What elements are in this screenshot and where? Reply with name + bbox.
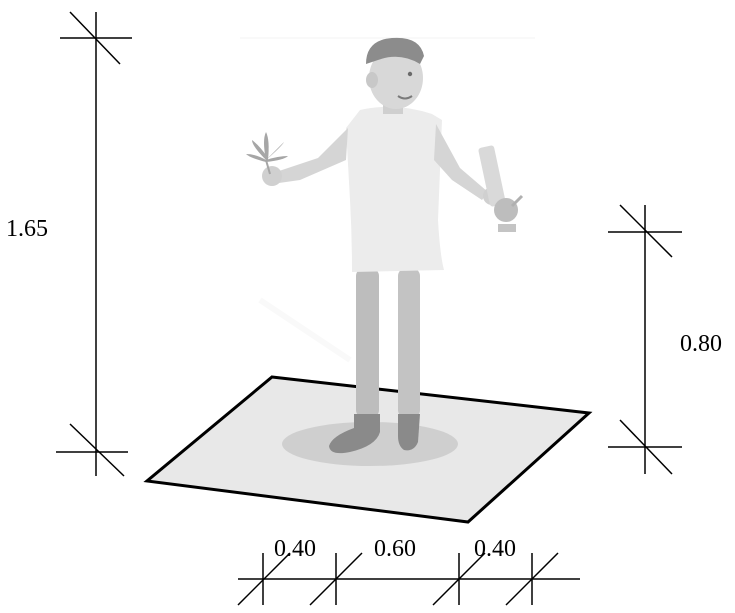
shirt bbox=[346, 106, 444, 272]
hair bbox=[366, 37, 424, 64]
width-label-left: 0.40 bbox=[274, 536, 316, 562]
mouth bbox=[397, 95, 413, 100]
left-arm bbox=[272, 128, 348, 184]
watermark bbox=[240, 37, 535, 363]
width-dimension bbox=[237, 552, 580, 606]
head bbox=[369, 47, 423, 109]
ear bbox=[366, 72, 378, 88]
width-label-middle: 0.60 bbox=[374, 536, 416, 562]
left-hand bbox=[262, 166, 282, 186]
left-leg bbox=[356, 268, 379, 418]
eye bbox=[407, 71, 413, 77]
hand-height-label: 0.80 bbox=[680, 331, 722, 357]
right-arm bbox=[434, 124, 488, 200]
person-illustration bbox=[246, 37, 524, 454]
leaf-icon bbox=[246, 132, 288, 175]
height-label: 1.65 bbox=[6, 216, 48, 242]
hand-height-dimension bbox=[608, 204, 682, 475]
bong-icon bbox=[478, 145, 524, 232]
width-label-right: 0.40 bbox=[474, 536, 516, 562]
height-dimension bbox=[56, 11, 132, 477]
left-shoe bbox=[329, 414, 380, 454]
right-leg bbox=[398, 268, 420, 418]
right-shoe bbox=[398, 414, 420, 451]
